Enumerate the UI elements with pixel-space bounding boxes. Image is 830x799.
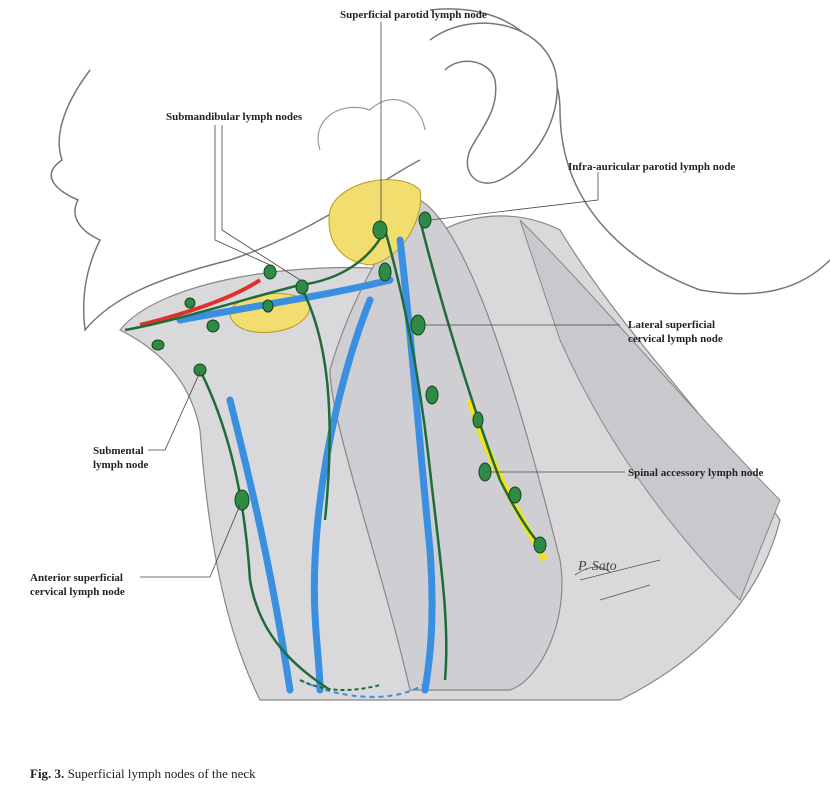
ear [429,22,558,184]
submandibular-node [263,264,277,280]
label-line-1: Anterior superficial [30,572,123,584]
anterior-superficial-cervical-node [234,489,250,511]
spinal-accessory-node [478,462,492,482]
lymph-nodes [151,211,547,554]
facial-artery [139,278,262,327]
label-line-1: Lateral superficial [628,319,716,331]
label-submental: Submental lymph node [93,444,148,472]
lateral-superficial-cervical-node [410,314,426,336]
label-anterior-superficial: Anterior superficial cervical lymph node [30,571,125,599]
label-superficial-parotid: Superficial parotid lymph node [340,9,487,21]
label-lateral-superficial: Lateral superficial cervical lymph node [628,318,723,346]
superficial-parotid-node [372,220,388,240]
trapezius [519,219,781,601]
label-line-1: Submental [93,445,144,457]
infra-auricular-node [418,211,432,229]
label-line-2: cervical lymph node [628,333,723,345]
hairline [317,99,426,151]
label-infra-auricular: Infra-auricular parotid lymph node [568,161,736,173]
label-line-2: lymph node [93,459,149,471]
sternocleidomastoid [329,199,563,691]
label-submandibular: Submandibular lymph nodes [166,111,303,123]
submental-node [193,363,207,377]
anterior-jugular-vein [226,396,294,694]
lymph-vessels [124,219,546,692]
facial-vein [310,296,374,694]
leader-lines [140,22,625,578]
external-jugular-vein [396,236,436,694]
veins [176,236,436,694]
caption-text: Superficial lymph nodes of the neck [67,766,256,781]
label-spinal-accessory: Spinal accessory lymph node [628,467,764,479]
artist-signature: P. Sato [578,559,617,574]
signature-mark [574,559,661,601]
figure-number: Fig. 3. [30,766,65,781]
figure-caption: Fig. 3. Superficial lymph nodes of the n… [30,766,256,782]
label-line-2: cervical lymph node [30,586,125,598]
